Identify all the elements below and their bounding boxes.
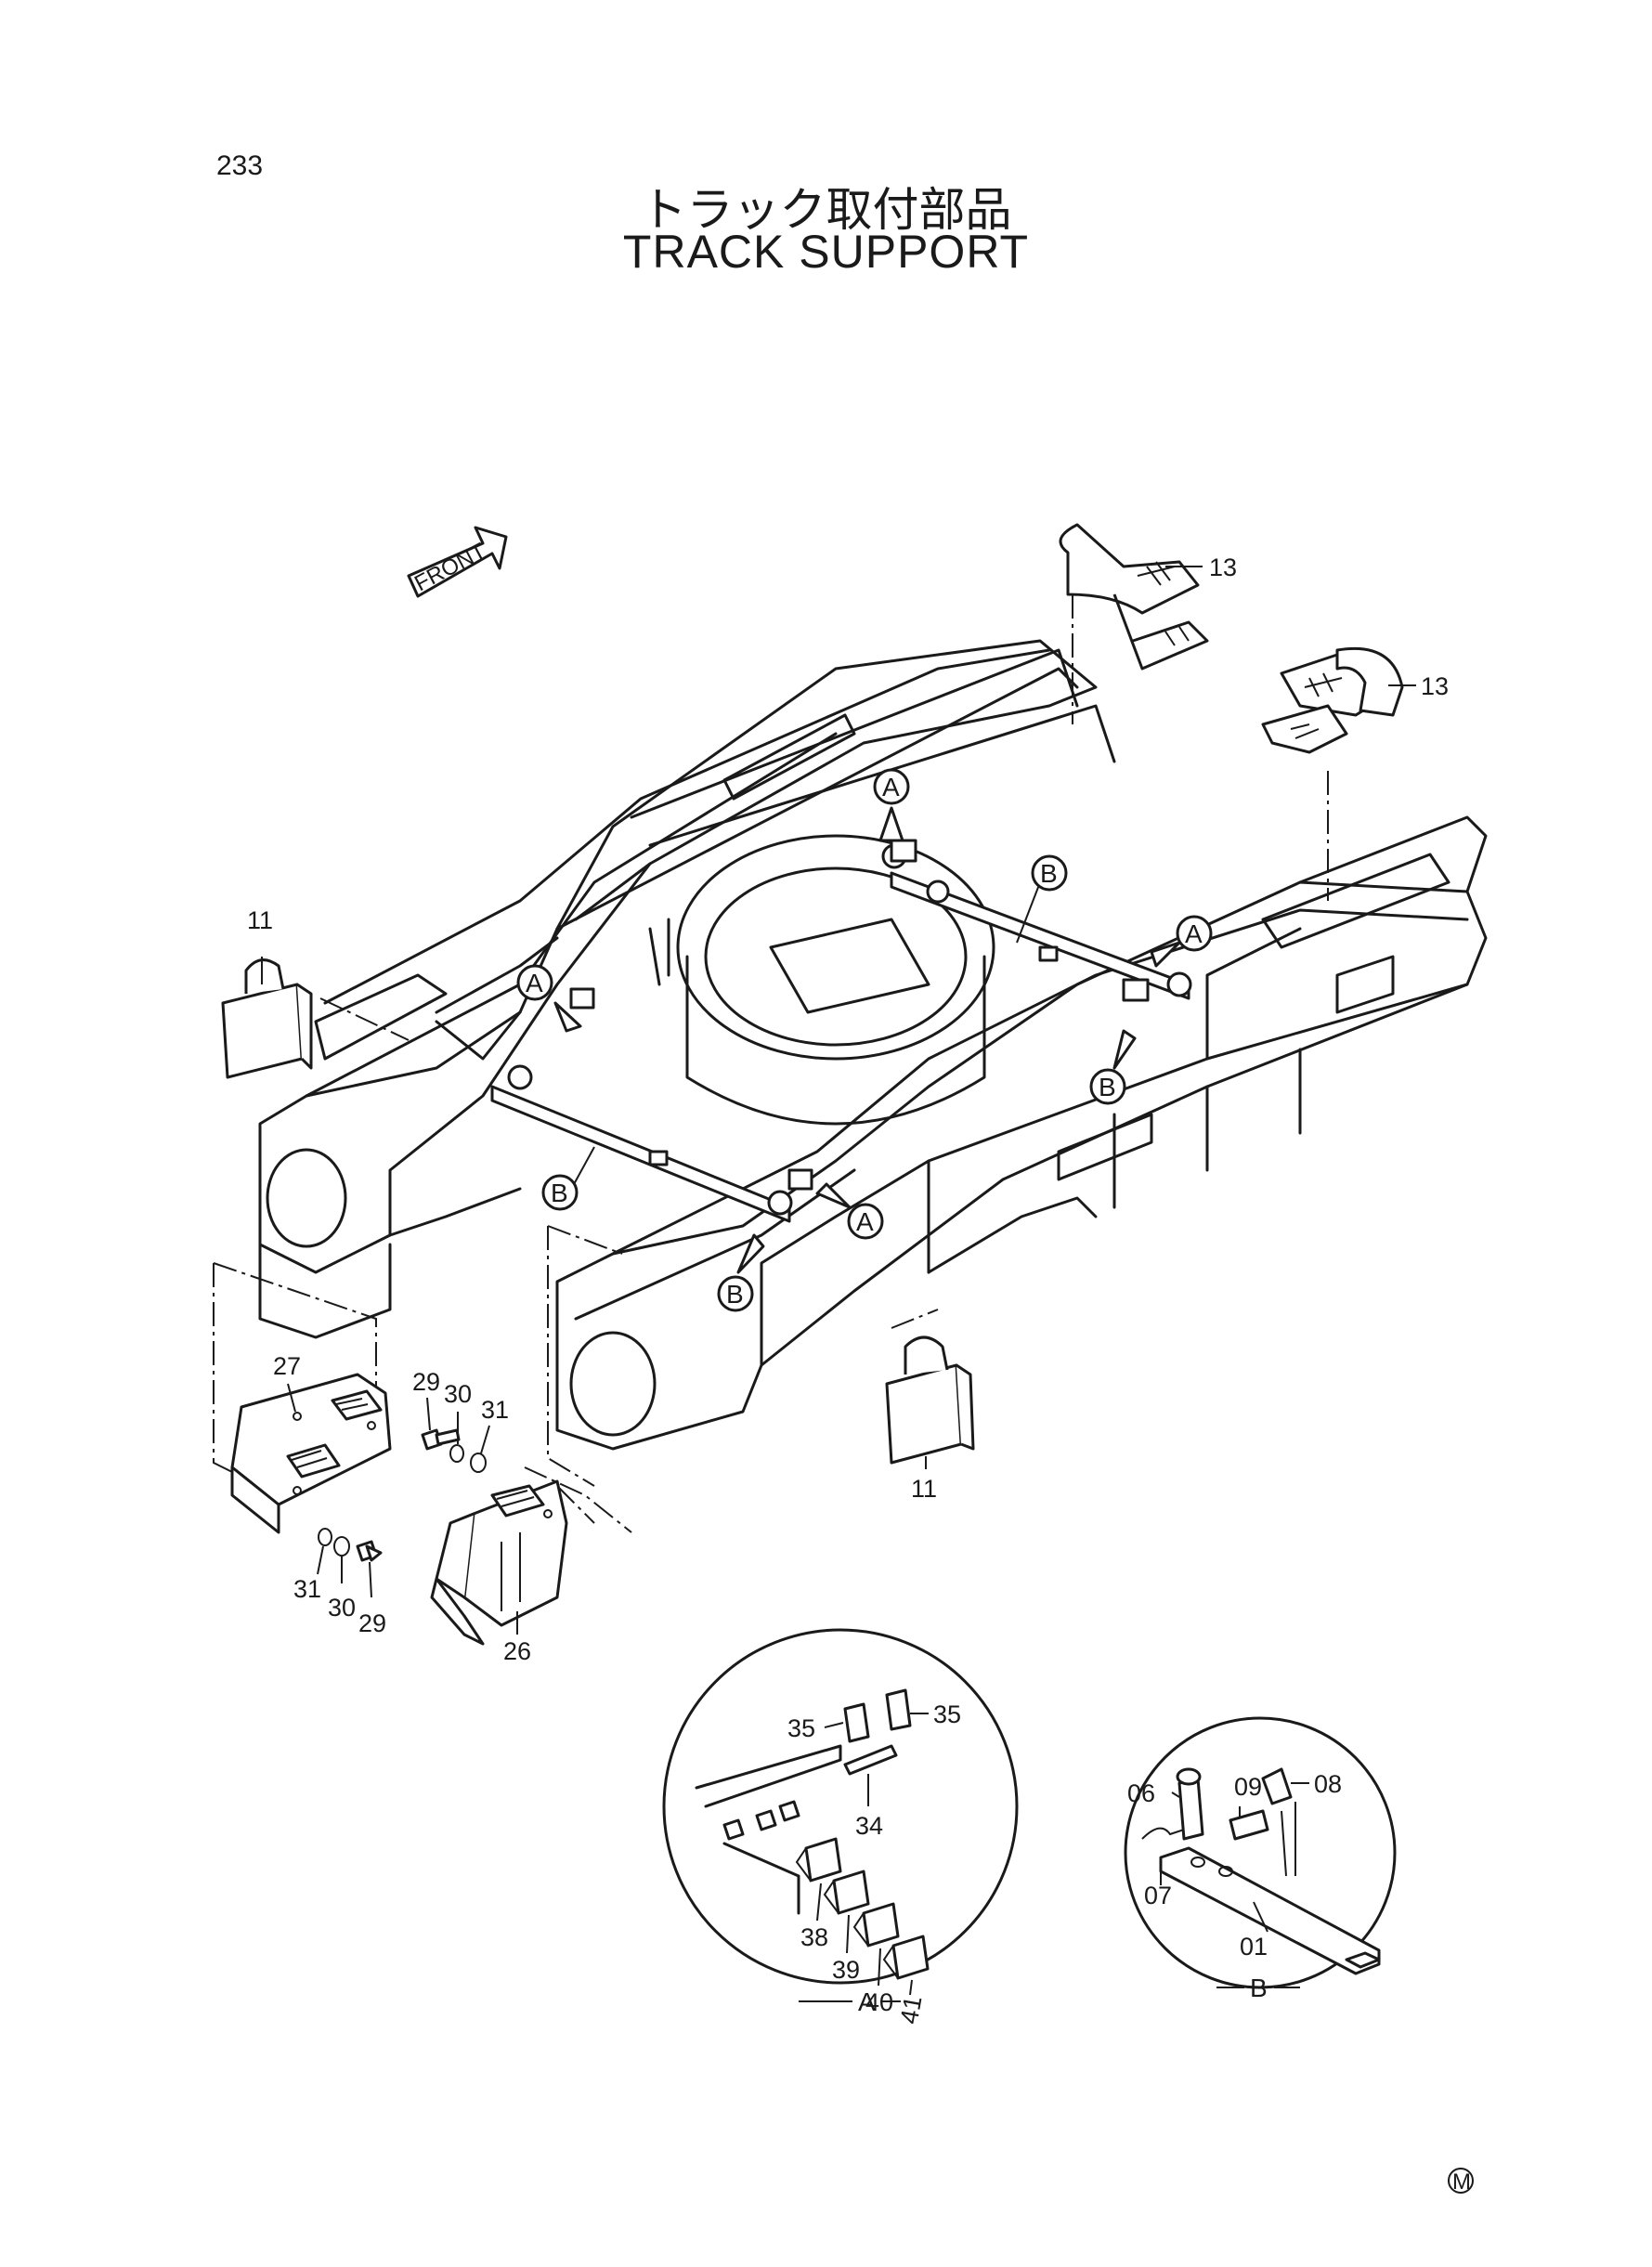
svg-text:13: 13 <box>1209 554 1237 581</box>
label-38: 38 <box>800 1923 828 1951</box>
front-arrow-icon: FRONT <box>407 526 508 598</box>
svg-text:29: 29 <box>358 1609 386 1637</box>
title-japanese: トラック取付部品 <box>640 183 1012 237</box>
view-callout-b-3: B <box>541 1146 595 1211</box>
detail-b-label: B <box>1250 1974 1268 2002</box>
label-26: 26 <box>503 1611 531 1665</box>
label-01: 01 <box>1240 1933 1268 1961</box>
svg-text:27: 27 <box>273 1352 301 1380</box>
guard-part-11-left <box>221 958 313 1079</box>
label-08: 08 <box>1314 1770 1342 1798</box>
svg-text:A: A <box>1185 919 1203 948</box>
label-31-upper: 31 <box>480 1396 509 1454</box>
svg-text:A: A <box>856 1207 874 1236</box>
label-41: 41 <box>895 1994 928 2026</box>
label-13-upper: 13 <box>1165 554 1237 581</box>
view-callout-a-2: A <box>1150 915 1213 968</box>
svg-text:B: B <box>1099 1073 1116 1101</box>
svg-text:B: B <box>726 1280 744 1309</box>
view-callout-b-1: B <box>1016 854 1068 944</box>
guard-part-11-right <box>885 1335 975 1465</box>
label-30-lower: 30 <box>328 1557 356 1622</box>
label-27: 27 <box>273 1352 301 1413</box>
label-29-lower: 29 <box>358 1561 386 1637</box>
svg-text:A: A <box>526 969 543 997</box>
svg-text:11: 11 <box>911 1475 937 1503</box>
label-39: 39 <box>832 1956 860 1984</box>
svg-text:B: B <box>1040 859 1058 888</box>
label-06: 06 <box>1127 1779 1155 1807</box>
plate-part-26 <box>430 1479 568 1646</box>
svg-text:29: 29 <box>412 1368 440 1396</box>
label-35-a: 35 <box>787 1714 815 1742</box>
svg-text:M: M <box>1452 2169 1471 2195</box>
detail-view-a: 35 35 34 38 39 40 41 A <box>662 1628 1019 2026</box>
track-frame <box>258 639 1488 1451</box>
detail-a-label: A <box>858 1987 876 2016</box>
front-label: FRONT <box>410 538 490 596</box>
label-35-b: 35 <box>933 1700 961 1728</box>
bolt-washer-set-upper <box>421 1428 487 1473</box>
label-13-lower: 13 <box>1388 672 1449 700</box>
label-11-right: 11 <box>911 1456 937 1503</box>
label-30-upper: 30 <box>444 1380 472 1444</box>
svg-text:31: 31 <box>293 1575 321 1603</box>
m-mark-icon: M <box>1448 2168 1474 2195</box>
svg-text:30: 30 <box>444 1380 472 1408</box>
svg-text:A: A <box>882 773 900 801</box>
label-09: 09 <box>1234 1773 1262 1801</box>
svg-text:30: 30 <box>328 1594 356 1622</box>
svg-text:26: 26 <box>503 1637 531 1665</box>
label-07: 07 <box>1144 1882 1172 1909</box>
title-english: TRACK SUPPORT <box>622 226 1030 278</box>
view-callout-a-1: A <box>873 768 910 842</box>
plate-part-27 <box>230 1373 392 1534</box>
view-callout-b-2: B <box>1089 1029 1137 1105</box>
step-part-13-lower <box>1261 646 1404 754</box>
detail-view-b: 09 08 06 07 01 B <box>1124 1716 1397 2002</box>
bolt-washer-set-lower <box>318 1528 383 1562</box>
svg-text:31: 31 <box>481 1396 509 1424</box>
view-callout-b-4: B <box>717 1233 765 1312</box>
svg-text:13: 13 <box>1421 672 1449 700</box>
step-part-13-upper <box>1059 523 1209 671</box>
label-31-lower: 31 <box>293 1545 324 1603</box>
label-34: 34 <box>855 1812 883 1840</box>
page-number: 233 <box>216 150 264 181</box>
label-11-left: 11 <box>247 906 273 984</box>
label-29-upper: 29 <box>412 1368 440 1431</box>
svg-text:11: 11 <box>247 906 273 934</box>
view-callout-a-4: A <box>815 1182 884 1240</box>
svg-text:B: B <box>551 1179 568 1207</box>
view-callout-a-3: A <box>516 964 582 1033</box>
